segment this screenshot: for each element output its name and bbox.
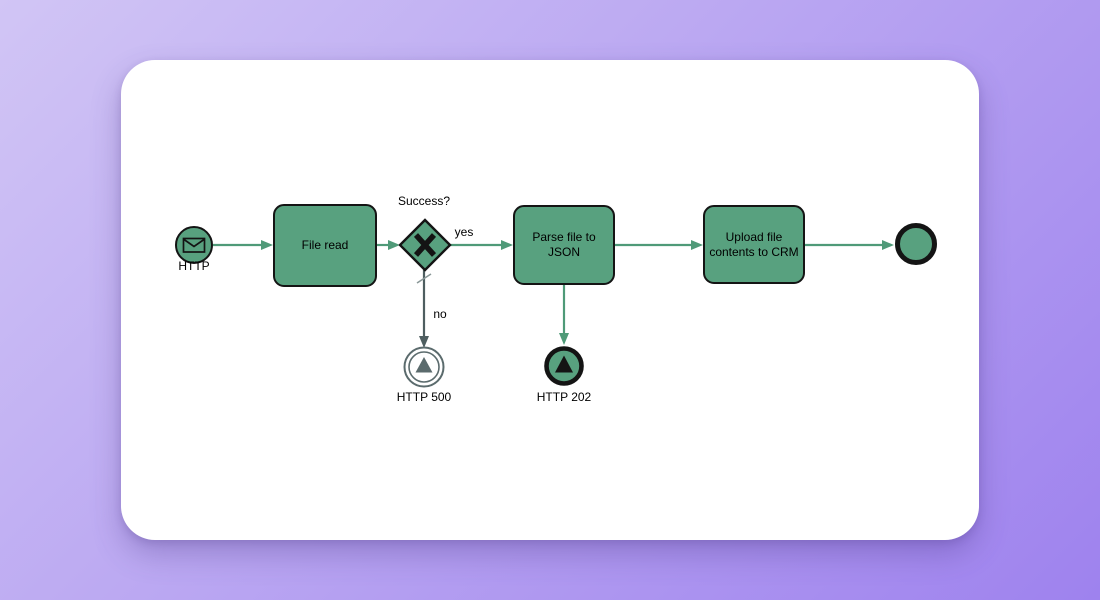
http500-label: HTTP 500 xyxy=(396,390,452,404)
task-file-read[interactable]: File read xyxy=(273,204,377,287)
end-event-http202[interactable] xyxy=(542,344,586,388)
escalation-triangle-icon xyxy=(555,355,573,373)
http202-label: HTTP 202 xyxy=(536,390,592,404)
gateway-label: Success? xyxy=(397,194,451,208)
intermediate-event-http500[interactable] xyxy=(402,345,446,389)
task-parse-label: Parse file to JSON xyxy=(532,230,596,259)
diagram-card xyxy=(121,60,979,540)
envelope-icon xyxy=(182,237,206,253)
task-file-read-label: File read xyxy=(301,238,349,252)
exclusive-gateway-success[interactable] xyxy=(398,218,452,272)
task-parse-file-to-json[interactable]: Parse file to JSON xyxy=(513,205,615,285)
flow-no-label: no xyxy=(433,307,447,321)
start-event-http[interactable] xyxy=(175,226,213,264)
x-marker-icon xyxy=(413,233,437,257)
flow-yes-label: yes xyxy=(454,225,474,239)
task-upload-label: Upload file contents to CRM xyxy=(709,229,799,259)
task-upload-to-crm[interactable]: Upload file contents to CRM xyxy=(703,205,805,284)
start-event-label: HTTP xyxy=(178,259,210,273)
end-event[interactable] xyxy=(895,223,937,265)
escalation-triangle-icon xyxy=(415,357,433,373)
